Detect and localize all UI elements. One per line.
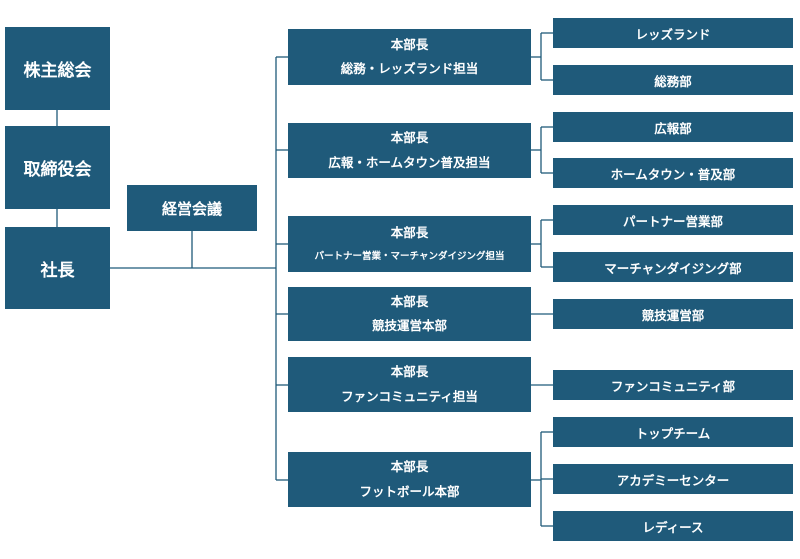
division-head-title: 本部長: [390, 130, 429, 145]
shareholders-meeting-label: 株主総会: [23, 61, 92, 81]
division-head-box: 本部長 総務・レッズランド担当: [288, 29, 531, 85]
department-label: レッズランド: [635, 26, 711, 42]
department-label: ファンコミュニティ部: [610, 378, 736, 394]
department-label: 競技運営部: [641, 307, 705, 323]
division-head-name: ファンコミュニティ担当: [341, 388, 478, 404]
division-head-box: 本部長 パートナー営業・マーチャンダイジング担当: [288, 216, 531, 272]
department-label: 広報部: [654, 120, 692, 136]
management-council-box: 経営会議: [127, 185, 257, 231]
department-box: トップチーム: [553, 417, 793, 447]
president-label: 社長: [40, 260, 75, 281]
board-of-directors-box: 取締役会: [5, 126, 110, 209]
department-label: レディース: [642, 519, 704, 535]
division-head-box: 本部長 広報・ホームタウン普及担当: [288, 123, 531, 178]
department-box: 広報部: [553, 112, 793, 142]
division-head-title: 本部長: [390, 225, 429, 240]
division-head-title: 本部長: [390, 293, 429, 309]
department-box: 競技運営部: [553, 299, 793, 329]
president-box: 社長: [5, 227, 110, 309]
department-label: 総務部: [654, 73, 692, 89]
board-of-directors-label: 取締役会: [23, 160, 92, 180]
department-box: ファンコミュニティ部: [553, 370, 793, 400]
management-council-label: 経営会議: [161, 199, 222, 218]
division-head-name: 総務・レッズランド担当: [340, 61, 479, 76]
department-box: レッズランド: [553, 18, 793, 48]
department-label: パートナー営業部: [622, 213, 723, 229]
department-label: ホームタウン・普及部: [610, 166, 736, 182]
shareholders-meeting-box: 株主総会: [5, 27, 110, 110]
division-head-title: 本部長: [390, 459, 429, 474]
division-head-title: 本部長: [390, 364, 429, 379]
division-head-name: 広報・ホームタウン普及担当: [328, 154, 491, 170]
department-label: アカデミーセンター: [616, 472, 730, 488]
department-box: レディース: [553, 511, 793, 541]
division-head-box: 本部長 競技運営本部: [288, 287, 531, 341]
division-head-box: 本部長 フットボール本部: [288, 452, 531, 507]
department-box: マーチャンダイジング部: [553, 252, 793, 282]
division-head-name: フットボール本部: [359, 483, 460, 499]
department-label: トップチーム: [635, 425, 711, 441]
division-head-box: 本部長 ファンコミュニティ担当: [288, 357, 531, 412]
department-label: マーチャンダイジング部: [604, 260, 742, 276]
department-box: アカデミーセンター: [553, 464, 793, 494]
division-head-name: パートナー営業・マーチャンダイジング担当: [314, 250, 505, 262]
department-box: ホームタウン・普及部: [553, 158, 793, 188]
division-head-name: 競技運営本部: [371, 318, 447, 333]
division-head-title: 本部長: [390, 36, 429, 52]
department-box: パートナー営業部: [553, 205, 793, 235]
department-box: 総務部: [553, 65, 793, 95]
